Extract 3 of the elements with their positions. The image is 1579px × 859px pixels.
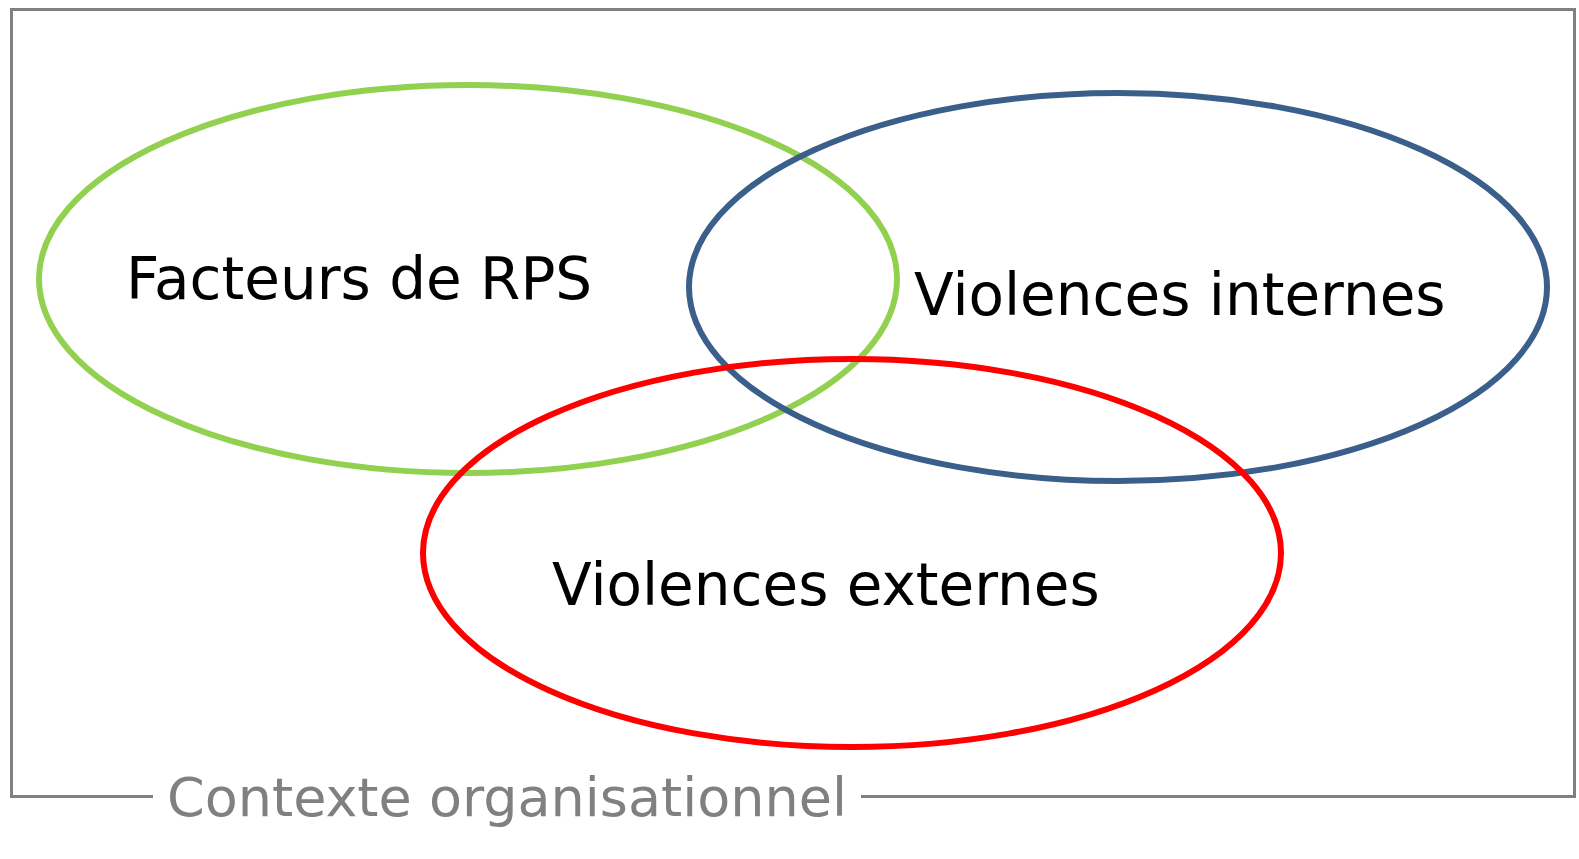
set-label: Violences internes <box>914 262 1446 328</box>
set-label: Violences externes <box>552 552 1100 618</box>
set-label: Facteurs de RPS <box>126 246 593 312</box>
